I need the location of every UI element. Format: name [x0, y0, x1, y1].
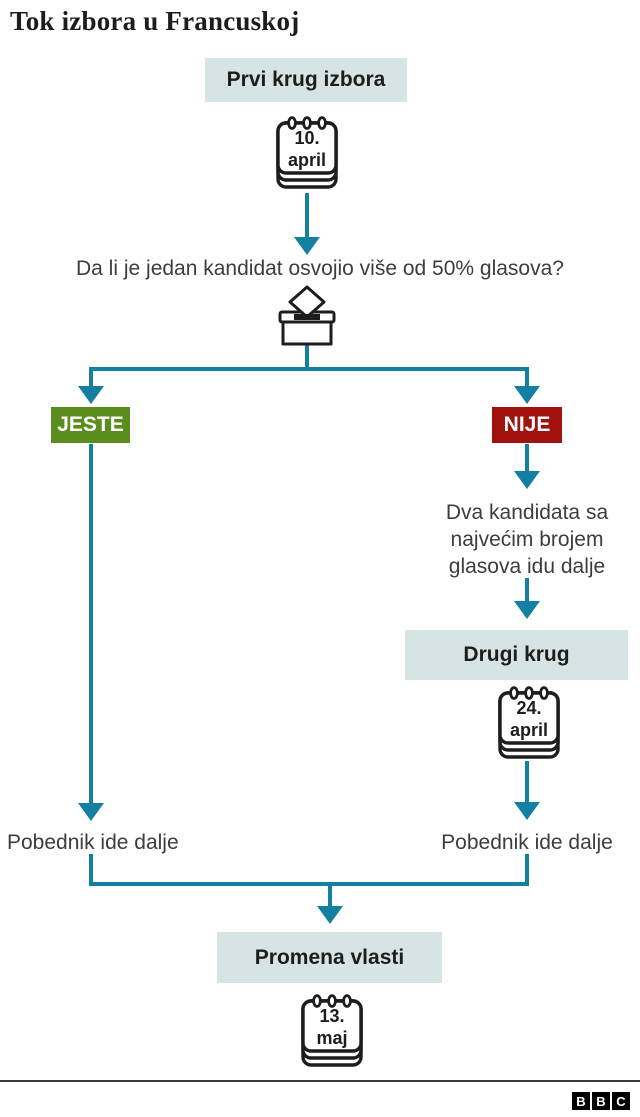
- no-label: NIJE: [503, 413, 551, 436]
- arrow-down-icon: [317, 906, 343, 924]
- arrow-down-icon: [294, 237, 320, 255]
- bbc-logo-letter: B: [592, 1092, 610, 1110]
- stage-label: Drugi krug: [463, 643, 570, 666]
- arrow-down-icon: [514, 802, 540, 820]
- connector-merge: [89, 854, 529, 907]
- calendar-icon-second-round: 24. april: [497, 684, 561, 760]
- stage-label: Prvi krug izbora: [226, 68, 386, 91]
- arrow-down-icon: [78, 803, 104, 821]
- date-month: april: [287, 150, 326, 170]
- yes-label: JESTE: [57, 413, 124, 436]
- connector-branch: [89, 345, 529, 387]
- page-title: Tok izbora u Francuskoj: [10, 6, 300, 36]
- date-month: maj: [316, 1028, 348, 1048]
- date-day: 24.: [516, 698, 542, 718]
- calendar-icon-first-round: 10. april: [275, 114, 339, 190]
- question-text: Da li je jedan kandidat osvojio više od …: [76, 257, 564, 280]
- no-badge: NIJE: [492, 407, 562, 443]
- bbc-logo: B B C: [572, 1092, 630, 1110]
- calendar-date: 13. maj: [300, 1005, 364, 1049]
- bbc-logo-letter: C: [612, 1092, 630, 1110]
- arrow-down-icon: [78, 386, 104, 404]
- arrow-down-icon: [514, 386, 540, 404]
- yes-badge: JESTE: [51, 407, 130, 443]
- arrow-down-icon: [514, 471, 540, 489]
- winner-text-right: Pobednik ide dalje: [441, 831, 613, 854]
- bbc-logo-letter: B: [572, 1092, 590, 1110]
- description-line: najvećim brojem: [450, 528, 604, 551]
- footer-divider: [0, 1080, 640, 1082]
- no-branch-description: Dva kandidata sa najvećim brojem glasova…: [427, 499, 627, 580]
- calendar-date: 10. april: [275, 127, 339, 171]
- stage-box-first-round: Prvi krug izbora: [205, 58, 407, 102]
- ballot-box-icon: [278, 285, 336, 346]
- date-day: 13.: [319, 1006, 345, 1026]
- description-line: glasova idu dalje: [448, 555, 606, 578]
- description-line: Dva kandidata sa: [445, 501, 609, 524]
- date-day: 10.: [294, 128, 320, 148]
- stage-label: Promena vlasti: [254, 945, 405, 969]
- date-month: april: [509, 720, 548, 740]
- calendar-icon: [301, 994, 363, 1067]
- arrow-down-icon: [514, 601, 540, 619]
- winner-text-left: Pobednik ide dalje: [7, 831, 179, 854]
- calendar-date: 24. april: [497, 697, 561, 741]
- stage-box-power-change: Promena vlasti: [217, 932, 442, 983]
- stage-box-second-round: Drugi krug: [405, 630, 628, 680]
- calendar-icon: [498, 686, 560, 759]
- calendar-icon-power-change: 13. maj: [300, 992, 364, 1068]
- calendar-icon: [276, 116, 338, 189]
